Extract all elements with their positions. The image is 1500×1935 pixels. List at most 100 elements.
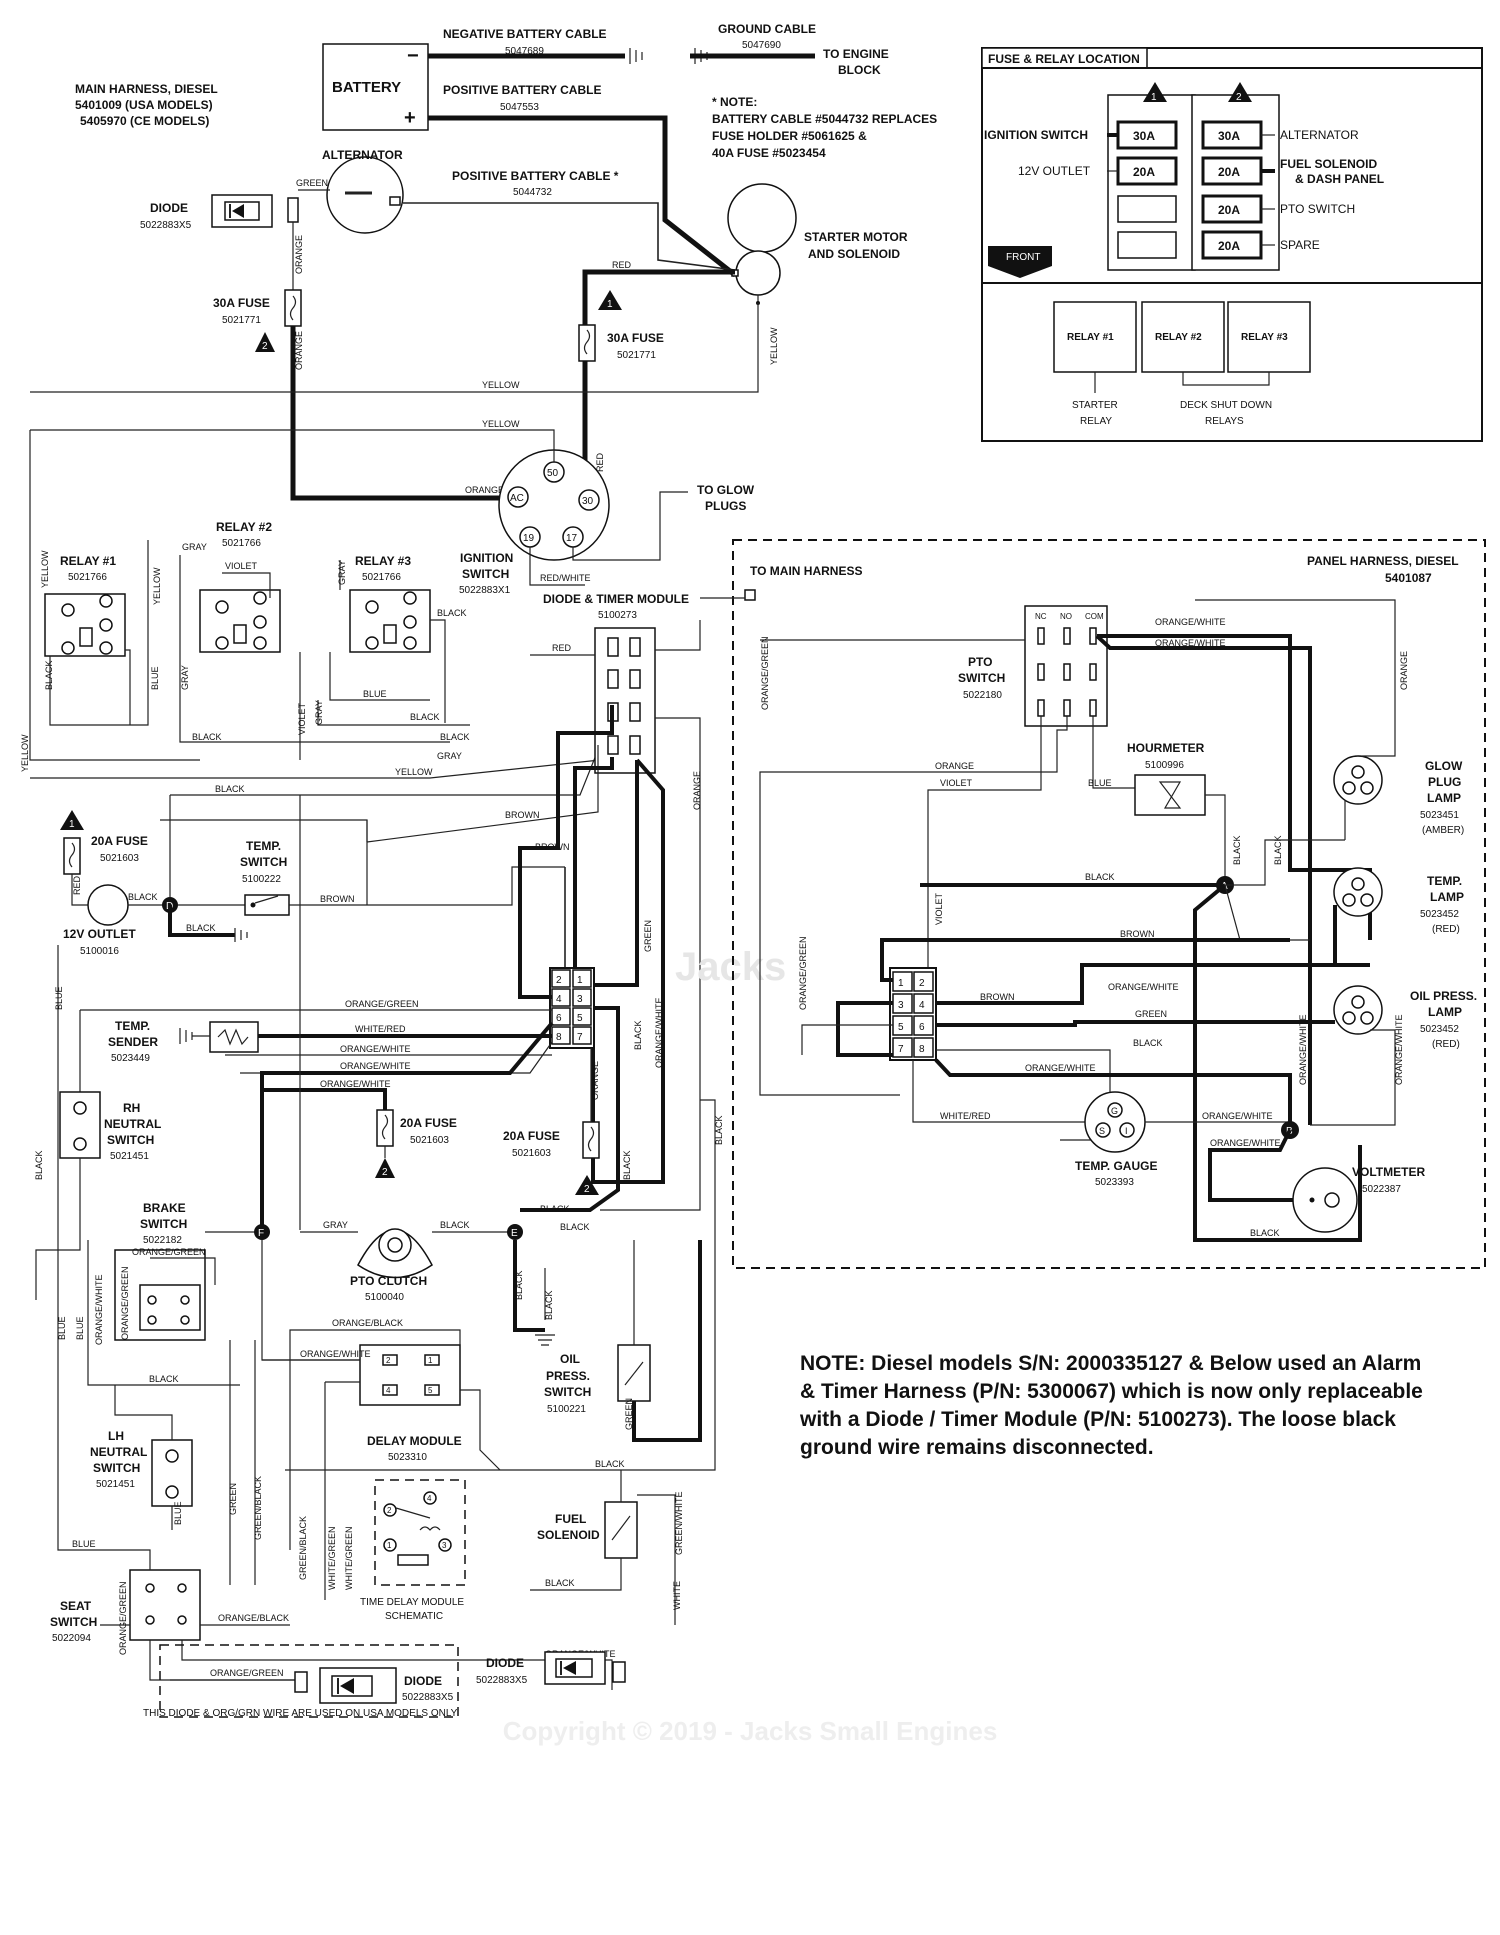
wire-label-orange-fuse20: ORANGE bbox=[590, 1061, 600, 1100]
voltmeter-label: VOLTMETER bbox=[1352, 1165, 1425, 1179]
wire-label-black-relay1: BLACK bbox=[44, 660, 54, 690]
pos-cable-part: 5047553 bbox=[500, 102, 539, 113]
wire-label-black-relay3: BLACK bbox=[437, 608, 467, 618]
wire-label-gray-4: GRAY bbox=[314, 700, 324, 725]
wire-label-gray-1: GRAY bbox=[182, 542, 207, 552]
neg-cable-part: 5047689 bbox=[505, 46, 544, 57]
seat-label-2: SWITCH bbox=[50, 1615, 97, 1629]
delay-pin-5: 5 bbox=[428, 1386, 433, 1395]
central-pin-3: 3 bbox=[577, 994, 583, 1005]
diode-bottom-part: 5022883X5 bbox=[476, 1675, 528, 1686]
wire-label-green-black-1: GREEN/BLACK bbox=[253, 1476, 263, 1540]
glow-lamp-label-2: PLUG bbox=[1428, 775, 1461, 789]
central-pin-6: 6 bbox=[556, 1013, 562, 1024]
wire-label-gray-pto: GRAY bbox=[323, 1220, 348, 1230]
triangle-2-center-number: 2 bbox=[382, 1167, 388, 1178]
tdm-pin-4: 4 bbox=[427, 1494, 432, 1503]
wire-label-orange-black-2: ORANGE/BLACK bbox=[218, 1613, 289, 1623]
glow-lamp-label-3: LAMP bbox=[1427, 791, 1461, 805]
battery-neg-terminal: − bbox=[407, 45, 419, 67]
relay-2: RELAY #2 5021766 bbox=[199, 520, 281, 653]
pto-no: NO bbox=[1060, 612, 1072, 621]
title-line-2: 5401009 (USA MODELS) bbox=[75, 98, 213, 112]
wire-label-black-hour: BLACK bbox=[1232, 835, 1242, 865]
engine-block-label-1: TO ENGINE bbox=[823, 47, 889, 61]
fuse-30a-center bbox=[578, 324, 596, 362]
wire-label-black-6: BLACK bbox=[633, 1020, 643, 1050]
brake-part: 5022182 bbox=[143, 1235, 182, 1246]
watermark-logo: Jacks bbox=[675, 945, 786, 989]
wire-label-yellow-4: YELLOW bbox=[20, 734, 30, 772]
wire-label-black-delay: BLACK bbox=[595, 1459, 625, 1469]
wire-label-orange-black-1: ORANGE/BLACK bbox=[332, 1318, 403, 1328]
central-pin-1: 1 bbox=[577, 975, 583, 986]
battery-box bbox=[322, 43, 429, 131]
wire-label-black-a: BLACK bbox=[1273, 835, 1283, 865]
temp-gauge-label: TEMP. GAUGE bbox=[1075, 1159, 1157, 1173]
wire-label-gray-2: GRAY bbox=[180, 665, 190, 690]
pto-clutch-part: 5100040 bbox=[365, 1292, 404, 1303]
dtm-label: DIODE & TIMER MODULE bbox=[543, 592, 689, 606]
brake-label-2: SWITCH bbox=[140, 1217, 187, 1231]
copyright-watermark: Copyright © 2019 - Jacks Small Engines bbox=[502, 1716, 998, 1746]
temp-sender: TEMP. SENDER 5023449 bbox=[108, 1019, 259, 1064]
wire-orange-dtm-right bbox=[600, 717, 701, 1211]
node-f-label: F bbox=[258, 1228, 264, 1239]
wire-label-black-3: BLACK bbox=[192, 732, 222, 742]
wire-label-white-green-1: WHITE/GREEN bbox=[327, 1526, 337, 1590]
gauge-terminal-i: I bbox=[1125, 1126, 1128, 1136]
fuse-location-outlet-label: 12V OUTLET bbox=[1018, 164, 1091, 178]
ign-part: 5022883X1 bbox=[459, 585, 511, 596]
wire-label-orange-panel: ORANGE bbox=[935, 761, 974, 771]
wire-label-black-panel-a: BLACK bbox=[1085, 872, 1115, 882]
oil-label-1: OIL bbox=[560, 1352, 580, 1366]
wire-label-black-2: BLACK bbox=[410, 712, 440, 722]
wire-black-a-volt bbox=[1193, 883, 1362, 1242]
fuse-30a-left-part: 5021771 bbox=[222, 315, 261, 326]
wire-label-black-loose: BLACK bbox=[544, 1290, 554, 1320]
wire-label-orange-ac: ORANGE bbox=[465, 485, 504, 495]
pos2-cable-part: 5044732 bbox=[513, 187, 552, 198]
fuse-slot-8-label: 20A bbox=[1218, 239, 1240, 253]
tdm-pin-3: 3 bbox=[442, 1541, 447, 1550]
wire-label-yellow-starter: YELLOW bbox=[769, 327, 779, 365]
central-pin-2: 2 bbox=[556, 975, 562, 986]
wire-label-blue-lh: BLUE bbox=[173, 1501, 183, 1525]
rh-label-1: RH bbox=[123, 1101, 140, 1115]
dtm-part: 5100273 bbox=[598, 610, 637, 621]
wire-label-ow-b: ORANGE/WHITE bbox=[1298, 1014, 1308, 1085]
wire-label-ow-oil: ORANGE/WHITE bbox=[1394, 1014, 1404, 1085]
fuse-slot-3-empty bbox=[1117, 195, 1177, 223]
wire-label-black-fuel: BLACK bbox=[545, 1578, 575, 1588]
wire-label-orange-2: ORANGE bbox=[294, 331, 304, 370]
wire-label-green-2: GREEN bbox=[643, 920, 653, 952]
front-label: FRONT bbox=[1006, 252, 1040, 263]
fuse-20a-center-label: 20A FUSE bbox=[400, 1116, 457, 1130]
triangle-2-right-icon bbox=[575, 1175, 599, 1195]
wire-label-yellow-relay1: YELLOW bbox=[40, 550, 50, 588]
battery-note-line-2: BATTERY CABLE #5044732 REPLACES bbox=[712, 112, 937, 126]
panel-pin-2: 2 bbox=[919, 978, 925, 989]
fuse-slot-4-empty bbox=[1117, 231, 1177, 259]
relay-2-label: RELAY #2 bbox=[216, 520, 272, 534]
rh-neutral-switch: RH NEUTRAL SWITCH 5021451 bbox=[59, 1091, 161, 1162]
central-pin-8: 8 bbox=[556, 1032, 562, 1043]
temp-switch-part: 5100222 bbox=[242, 874, 281, 885]
pto-switch-part: 5022180 bbox=[963, 690, 1002, 701]
wire-label-ow-gauge: ORANGE/WHITE bbox=[1202, 1111, 1273, 1121]
wire-label-green-1: GREEN bbox=[296, 178, 328, 188]
title-block: MAIN HARNESS, DIESEL 5401009 (USA MODELS… bbox=[75, 82, 218, 128]
note-line-2: & Timer Harness (P/N: 5300067) which is … bbox=[800, 1380, 1423, 1403]
ignition-switch: 50 AC 30 19 17 IGNITION SWITCH 5022883X1 bbox=[459, 449, 610, 596]
wire-label-black-7: BLACK bbox=[622, 1150, 632, 1180]
starter-motor: STARTER MOTOR AND SOLENOID bbox=[727, 183, 908, 305]
wire-label-green-oil: GREEN bbox=[624, 1398, 634, 1430]
pto-switch-label-2: SWITCH bbox=[958, 671, 1005, 685]
central-connector-8pin: 2 1 4 3 6 5 8 7 bbox=[549, 967, 595, 1049]
wire-label-violet-panel-2: VIOLET bbox=[934, 892, 944, 925]
triangle-2-icon bbox=[1228, 82, 1252, 102]
triangle-2-right-number: 2 bbox=[584, 1184, 590, 1195]
ign-label-2: SWITCH bbox=[462, 567, 509, 581]
triangle-2-number: 2 bbox=[1236, 92, 1242, 103]
temp-switch: TEMP. SWITCH 5100222 bbox=[240, 839, 290, 916]
